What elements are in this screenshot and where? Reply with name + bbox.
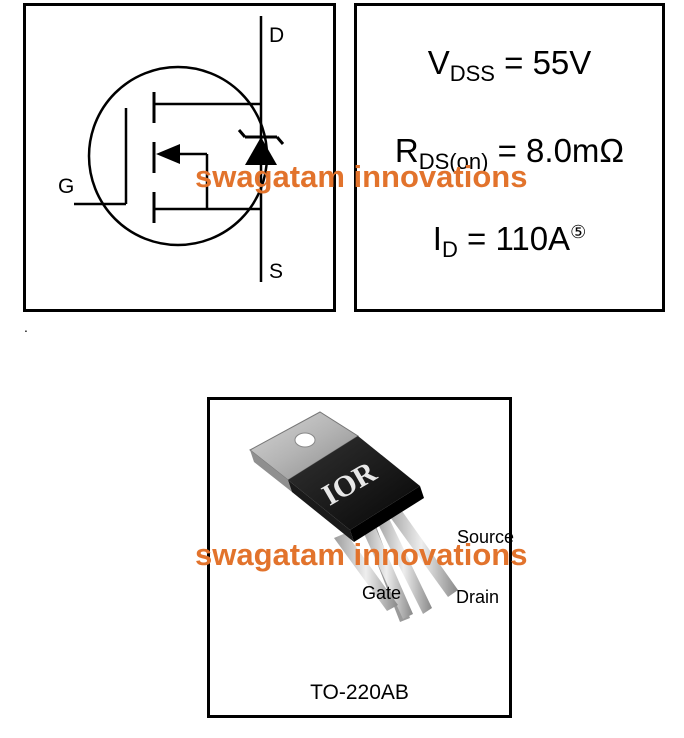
id-spec: ID = 110A⑤ <box>432 220 587 262</box>
source-label: S <box>269 260 284 283</box>
mosfet-symbol-panel: D S G <box>23 3 336 312</box>
watermark-top: swagatam innovations <box>195 159 528 194</box>
mosfet-symbol-icon <box>74 16 285 282</box>
source-lead-label: Source <box>457 527 515 547</box>
watermark-bottom: swagatam innovations <box>195 537 528 572</box>
specification-panel: VDSS = 55V RDS(on) = 8.0mΩ ID = 110A⑤ <box>354 3 665 312</box>
package-leads <box>334 504 458 622</box>
body-arrow-icon <box>156 144 180 164</box>
package-panel: IOR Source Gate Drain TO-220AB <box>207 397 515 718</box>
rds-on-spec: RDS(on) = 8.0mΩ <box>394 132 625 174</box>
vdss-spec: VDSS = 55V <box>427 44 592 86</box>
package-name: TO-220AB <box>310 681 409 704</box>
stray-mark: . <box>24 319 28 335</box>
gate-lead-label: Gate <box>362 583 402 603</box>
to220-package-icon: IOR <box>249 411 458 622</box>
zener-diode-icon <box>237 129 285 165</box>
drain-label: D <box>269 24 285 47</box>
gate-label: G <box>58 175 75 198</box>
drain-lead-label: Drain <box>456 587 500 607</box>
